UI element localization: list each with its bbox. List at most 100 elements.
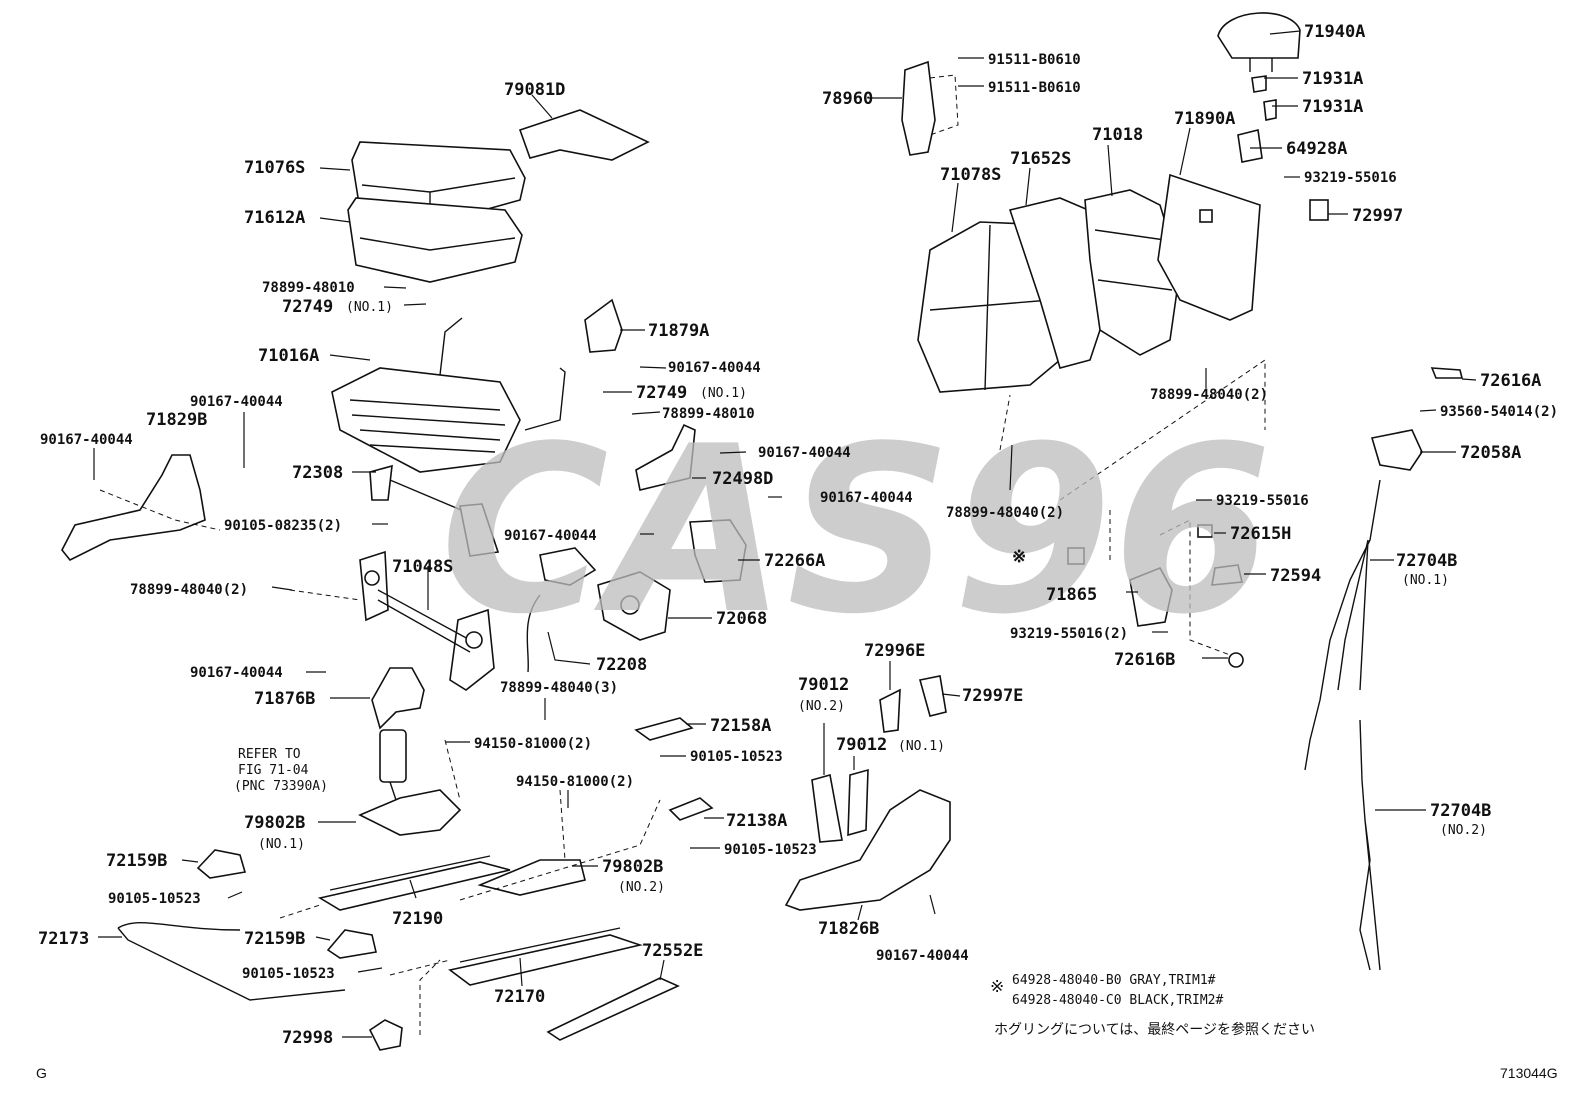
label-72266A: 72266A — [764, 551, 825, 571]
label-78899-48010-a: 78899-48010 — [262, 280, 355, 296]
small-bracket-drawing — [584, 298, 696, 491]
assembly-dashed-lines — [99, 74, 1266, 1035]
seat-track-right-drawing — [448, 859, 643, 986]
label-72594: 72594 — [1270, 566, 1321, 586]
label-79012-2-sub: (NO.2) — [798, 699, 845, 714]
label-72704B-2-sub: (NO.2) — [1440, 823, 1487, 838]
seatback-board-drawing — [1157, 173, 1261, 321]
label-71829B: 71829B — [146, 410, 207, 430]
label-71826B: 71826B — [818, 919, 879, 939]
label-72158A: 72158A — [710, 716, 771, 736]
label-72159B-a: 72159B — [106, 851, 167, 871]
label-71016A: 71016A — [258, 346, 319, 366]
levers-drawing — [811, 675, 947, 843]
label-78960: 78960 — [822, 89, 873, 109]
label-71078S: 71078S — [940, 165, 1001, 185]
label-71931A-a: 71931A — [1302, 69, 1363, 89]
seat-track-left-drawing — [317, 789, 511, 911]
label-72173: 72173 — [38, 929, 89, 949]
label-91511-B0610-a: 91511-B0610 — [988, 52, 1081, 68]
label-71876B: 71876B — [254, 689, 315, 709]
label-72704B-2: 72704B — [1430, 801, 1491, 821]
bracket-drawing — [689, 519, 747, 583]
label-79081D: 79081D — [504, 80, 565, 100]
label-71652S: 71652S — [1010, 149, 1071, 169]
knob-drawing — [1237, 129, 1329, 221]
label-72498D: 72498D — [712, 469, 773, 489]
label-64928A: 64928A — [1286, 139, 1347, 159]
small-blocks-drawing — [196, 717, 714, 1051]
label-78899-48010-b: 78899-48010 — [662, 406, 755, 422]
label-78899-48040-c: 78899-48040(2) — [1150, 387, 1268, 403]
lower-cover-drawing — [371, 667, 425, 730]
corner-left-code: G — [36, 1065, 47, 1081]
seat-bar-drawing — [117, 922, 346, 1001]
seatback-garnish-drawing — [901, 60, 936, 156]
label-90167-40044-f: 90167-40044 — [504, 528, 597, 544]
label-72997: 72997 — [1352, 206, 1403, 226]
label-72170: 72170 — [494, 987, 545, 1007]
label-mark: ※ — [1012, 547, 1026, 567]
footnote: ※ 64928-48040-B0 GRAY,TRIM1# 64928-48040… — [990, 973, 1315, 1038]
link-rod-drawing — [369, 464, 500, 557]
seat-cushion-pad-drawing — [347, 197, 523, 283]
side-cover-drawing — [61, 454, 206, 562]
label-71865: 71865 — [1046, 585, 1097, 605]
label-72998: 72998 — [282, 1028, 333, 1048]
label-72997E: 72997E — [962, 686, 1023, 706]
footnote-line-3: ホグリングについては、最終ページを参照ください — [994, 1021, 1315, 1038]
cushion-sheet-drawing — [518, 109, 650, 161]
refer-line-1: REFER TO — [238, 747, 301, 762]
label-72749-a: 72749 — [282, 297, 333, 317]
label-93219-55016-a: 93219-55016 — [1304, 170, 1397, 186]
label-71931A-b: 71931A — [1302, 97, 1363, 117]
part-labels: 79081D 71076S 71612A 78899-48010 72749 (… — [38, 22, 1558, 1048]
footnote-mark: ※ — [990, 977, 1004, 997]
label-71890A: 71890A — [1174, 109, 1235, 129]
label-71940A: 71940A — [1304, 22, 1365, 42]
label-72996E: 72996E — [864, 641, 925, 661]
label-72138A: 72138A — [726, 811, 787, 831]
label-72704B-1: 72704B — [1396, 551, 1457, 571]
label-72616A: 72616A — [1480, 371, 1541, 391]
label-90167-40044-h: 90167-40044 — [876, 948, 969, 964]
label-72615H: 72615H — [1230, 524, 1291, 544]
label-90167-40044-g: 90167-40044 — [190, 665, 283, 681]
label-93560-54014: 93560-54014(2) — [1440, 404, 1558, 420]
figure-code: 713044G — [1500, 1065, 1558, 1081]
label-90167-40044-a: 90167-40044 — [668, 360, 761, 376]
seatback-frame-drawing — [1084, 189, 1181, 356]
label-78899-48040-a: 78899-48040(2) — [130, 582, 248, 598]
label-90105-10523-b: 90105-10523 — [724, 842, 817, 858]
label-72208: 72208 — [596, 655, 647, 675]
label-90105-08235: 90105-08235(2) — [224, 518, 342, 534]
label-72749-b-sub: (NO.1) — [700, 386, 747, 401]
label-94150-81000-a: 94150-81000(2) — [474, 736, 592, 752]
label-93219-55016-b: 93219-55016 — [1216, 493, 1309, 509]
label-79802B-1-sub: (NO.1) — [258, 837, 305, 852]
seat-cushion-frame-drawing — [331, 317, 566, 473]
footnote-line-2: 64928-48040-C0 BLACK,TRIM2# — [1012, 993, 1223, 1008]
label-79802B-2: 79802B — [602, 857, 663, 877]
recliner-adjuster-drawing — [359, 550, 495, 691]
cable-drawing — [526, 594, 541, 673]
label-91511-B0610-b: 91511-B0610 — [988, 80, 1081, 96]
label-72308: 72308 — [292, 463, 343, 483]
label-72190: 72190 — [392, 909, 443, 929]
label-79012-1: 79012 — [836, 735, 887, 755]
label-90105-10523-d: 90105-10523 — [242, 966, 335, 982]
label-71879A: 71879A — [648, 321, 709, 341]
refer-line-2: FIG 71-04 — [238, 763, 309, 778]
label-79012-1-sub: (NO.1) — [898, 739, 945, 754]
label-71048S: 71048S — [392, 557, 453, 577]
label-90167-40044-e: 90167-40044 — [820, 490, 913, 506]
label-72749-b: 72749 — [636, 383, 687, 403]
release-handle-drawing — [1067, 524, 1244, 668]
label-90105-10523-c: 90105-10523 — [108, 891, 201, 907]
label-72704B-1-sub: (NO.1) — [1402, 573, 1449, 588]
label-72749-a-sub: (NO.1) — [346, 300, 393, 315]
recliner-mechanism-drawing — [539, 547, 671, 641]
footnote-line-1: 64928-48040-B0 GRAY,TRIM1# — [1012, 973, 1216, 988]
label-79802B-2-sub: (NO.2) — [618, 880, 665, 895]
